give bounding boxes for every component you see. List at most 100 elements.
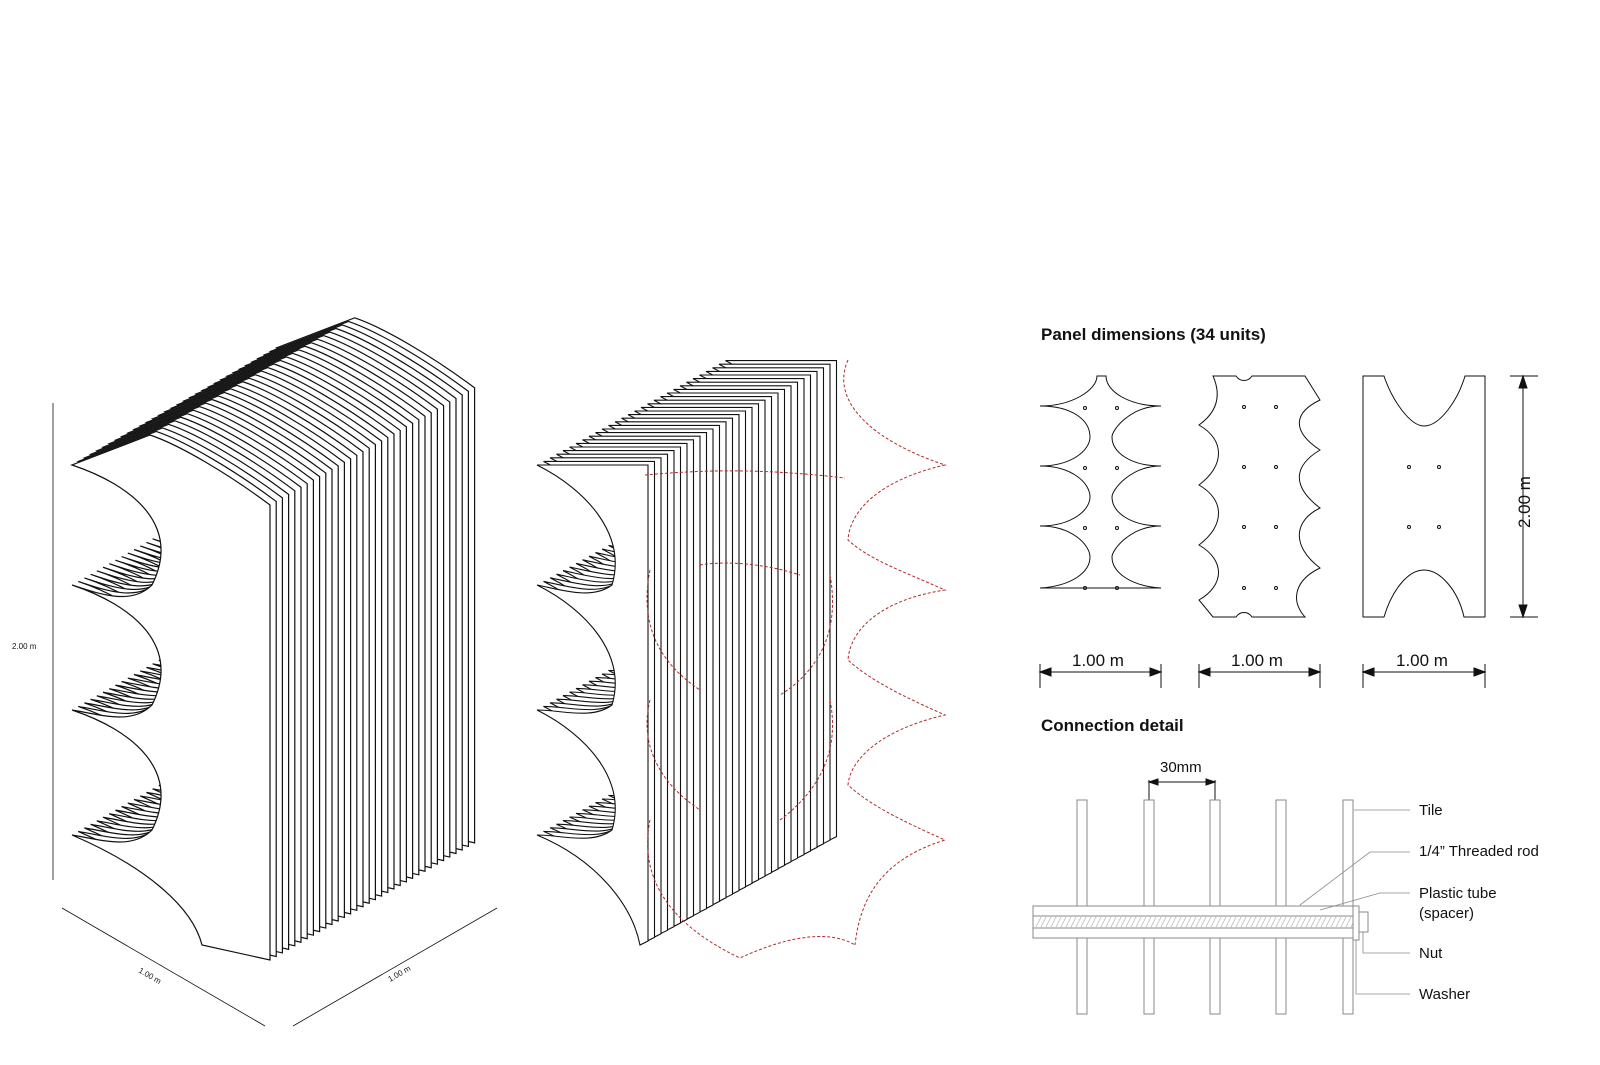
rod-thread [1135,916,1142,928]
panel-3 [1362,375,1486,618]
axo-width-right-label: 1.00 m [387,964,413,984]
rod-thread [1040,916,1047,928]
rod-thread [1035,916,1042,928]
panel-width-label-3: 1.00 m [1396,651,1448,670]
rod-thread [1120,916,1127,928]
panel-width-label-2: 1.00 m [1231,651,1283,670]
left-axonometric-stack: 2.00 m 1.00 m 1.00 m [12,317,498,1027]
rod-thread [1070,916,1077,928]
threaded-rod-label: 1/4” Threaded rod [1419,843,1539,860]
rod-thread [1190,916,1197,928]
rod-thread [1285,916,1292,928]
panel-1 [1039,375,1162,590]
rod-thread [1050,916,1057,928]
rod-thread [1295,916,1302,928]
rod-thread [1170,916,1177,928]
middle-stack-fin [536,464,649,946]
rod-thread [1335,916,1342,928]
tiles [1076,799,1354,907]
tile-upper [1342,799,1354,907]
axo-height-label: 2.00 m [12,642,37,651]
rod-thread [1180,916,1187,928]
panel-height-dimension [1510,374,1538,619]
left-stack-slices [70,317,476,961]
panel-width-dim-3 [1361,664,1487,688]
leader-lines [1299,809,1410,995]
rod-thread [1095,916,1102,928]
plastic-tube-label: Plastic tube [1419,885,1497,902]
tile-lower [1076,937,1088,1015]
rod-thread [1310,916,1317,928]
rod-thread [1255,916,1262,928]
rod-thread [1325,916,1332,928]
rod-thread [1155,916,1162,928]
rod-thread [1315,916,1322,928]
rod-thread [1265,916,1272,928]
connection-detail-drawing: 30mm Tile 1/4” Threaded rod Plastic tube… [1032,759,1539,1015]
rod-thread [1300,916,1307,928]
rod-thread [1230,916,1237,928]
axo-width-left-dim-line [61,907,266,1027]
axo-width-left-label: 1.00 m [137,966,163,986]
rod-thread [1090,916,1097,928]
rod-thread [1085,916,1092,928]
panel-height-label: 2.00 m [1515,476,1534,528]
rod-thread [1185,916,1192,928]
rod-thread [1045,916,1052,928]
tiles-front [1076,937,1354,1015]
rod-thread [1280,916,1287,928]
rod-thread [1235,916,1242,928]
spacer-label: (spacer) [1419,905,1474,922]
rod-thread [1290,916,1297,928]
rod-thread [1330,916,1337,928]
middle-exploded-stack [536,359,947,959]
rod-thread [1140,916,1147,928]
rod-thread [1080,916,1087,928]
rod-thread [1195,916,1202,928]
tile-lower [1275,937,1287,1015]
panel-dimensions-title: Panel dimensions (34 units) [1041,325,1266,344]
rod-thread [1220,916,1227,928]
rod-thread [1215,916,1222,928]
rod-thread [1060,916,1067,928]
axo-width-right-dim-line [292,907,498,1027]
rod-thread [1225,916,1232,928]
rod-thread [1320,916,1327,928]
panel-width-dim-1 [1038,664,1163,688]
spacing-dimension [1147,778,1217,802]
rod-thread [1260,916,1267,928]
tile-lower [1143,937,1155,1015]
rod-thread [1345,916,1352,928]
rod-thread [1105,916,1112,928]
rod-thread [1275,916,1282,928]
tile-upper [1209,799,1221,907]
panel-width-label-1: 1.00 m [1072,651,1124,670]
tile-label: Tile [1419,802,1443,819]
rod-thread [1115,916,1122,928]
spacing-label: 30mm [1160,759,1202,776]
washer [1352,905,1360,941]
rod-thread [1100,916,1107,928]
tile-upper [1076,799,1088,907]
rod-thread [1065,916,1072,928]
rod-thread [1130,916,1137,928]
tile-lower [1342,937,1354,1015]
rod-thread [1160,916,1167,928]
rod-thread [1175,916,1182,928]
washer-label: Washer [1419,986,1470,1003]
left-stack-slice [70,434,271,961]
tile-lower [1209,937,1221,1015]
rod-thread [1150,916,1157,928]
connection-detail-title: Connection detail [1041,716,1184,735]
rod-thread [1340,916,1347,928]
rod-thread [1110,916,1117,928]
nut-label: Nut [1419,945,1443,962]
rod-thread [1305,916,1312,928]
panel-width-dim-2 [1197,664,1322,688]
middle-stack-slices [536,360,838,946]
rod-thread [1210,916,1217,928]
red-outline-profile [644,359,947,959]
rod-thread [1055,916,1062,928]
plastic-tube-and-rod [1032,905,1369,941]
